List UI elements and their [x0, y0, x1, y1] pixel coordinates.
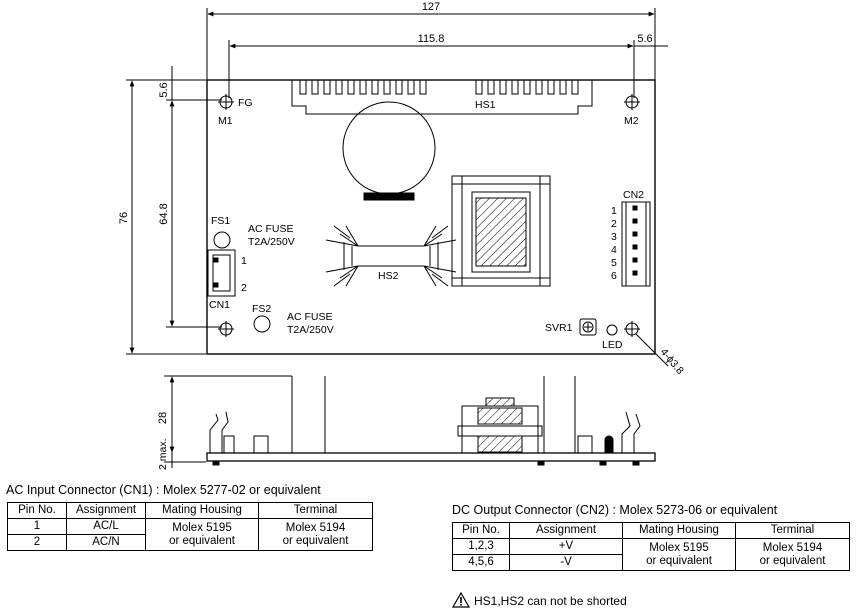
label-ac-fuse-1b: T2A/250V [248, 236, 295, 248]
dimension-28: 28 [157, 412, 169, 424]
header-terminal: Terminal [735, 522, 850, 539]
housing-line-2: or equivalent [646, 554, 712, 567]
mounting-hole-icon [218, 94, 234, 110]
table-header-row: Pin No. Assignment Mating Housing Termin… [452, 522, 850, 539]
label-cn2-pin4: 4 [611, 244, 617, 256]
dimension-64-8: 64.8 [158, 203, 170, 224]
cn2-table: Pin No. Assignment Mating Housing Termin… [452, 522, 850, 571]
dimension-76: 76 [118, 212, 130, 224]
capacitor [342, 101, 436, 195]
terminal-line-2: or equivalent [759, 554, 826, 567]
label-cn1: CN1 [209, 299, 230, 311]
cell-assignment: AC/N [66, 534, 146, 551]
cell-pin: 2 [7, 534, 67, 551]
label-m2: M2 [624, 115, 639, 127]
heatsink-hs1-fins [299, 80, 579, 95]
dimension-5-6-left: 5.6 [158, 82, 170, 97]
label-ac-fuse-1a: AC FUSE [248, 223, 294, 235]
cell-terminal: Molex 5194 or equivalent [735, 538, 850, 571]
cell-pin: 1,2,3 [452, 538, 510, 555]
note: HS1,HS2 can not be shorted [452, 592, 627, 608]
fuse-fs1 [213, 231, 231, 249]
header-assignment: Assignment [509, 522, 623, 539]
side-view [164, 375, 656, 468]
header-pin-no: Pin No. [452, 522, 510, 539]
label-cn1-pin2: 2 [241, 282, 247, 294]
dimension-115-8: 115.8 [418, 33, 445, 45]
header-pin-no: Pin No. [7, 502, 67, 519]
table-row: 1,2,3 +V Molex 5195 or equivalent Molex … [452, 538, 850, 571]
terminal-line-1: Molex 5194 [762, 541, 823, 554]
header-terminal: Terminal [258, 502, 373, 519]
cn2-caption: DC Output Connector (CN2) : Molex 5273-0… [452, 503, 778, 517]
mounting-hole-icon [624, 321, 640, 337]
label-fs2: FS2 [252, 303, 271, 315]
heatsink-hs2 [325, 225, 457, 287]
mechanical-drawing: 127 115.8 5.6 76 64.8 5.6 4-ϕ3.8 FG M1 M… [118, 1, 686, 470]
trimmer-icon [579, 318, 597, 336]
cell-pin: 4,5,6 [452, 554, 510, 571]
fuse-fs2 [253, 315, 271, 333]
header-mating-housing: Mating Housing [145, 502, 259, 519]
heatsink-hs1 [291, 80, 593, 115]
label-ac-fuse-2b: T2A/250V [287, 324, 334, 336]
connector-cn1 [207, 249, 236, 297]
label-cn2: CN2 [623, 189, 644, 201]
hole-dimension: 4-ϕ3.8 [658, 346, 686, 377]
cell-assignment: -V [509, 554, 623, 571]
top-view [126, 8, 669, 367]
header-assignment: Assignment [66, 502, 146, 519]
cell-assignment: AC/L [66, 518, 146, 535]
dimension-127: 127 [422, 1, 440, 13]
label-led: LED [602, 339, 623, 351]
table-row: 4,5,6 -V [452, 554, 850, 571]
cn1-table: Pin No. Assignment Mating Housing Termin… [7, 502, 373, 551]
cell-assignment: +V [509, 538, 623, 555]
label-fs1: FS1 [211, 215, 230, 227]
label-fg: FG [238, 97, 253, 109]
label-hs2: HS2 [378, 270, 399, 282]
cell-pin: 1 [7, 518, 67, 535]
cell-terminal: Molex 5194 or equivalent [258, 518, 373, 551]
top-view-labels: 127 115.8 5.6 76 64.8 5.6 4-ϕ3.8 FG M1 M… [118, 1, 686, 377]
hole-leader-line [635, 333, 669, 367]
housing-line-2: or equivalent [169, 534, 235, 547]
header-mating-housing: Mating Housing [622, 522, 736, 539]
table-header-row: Pin No. Assignment Mating Housing Termin… [7, 502, 373, 519]
housing-line-1: Molex 5195 [172, 521, 232, 534]
led-indicator [606, 324, 618, 336]
label-ac-fuse-2a: AC FUSE [287, 311, 333, 323]
label-m1: M1 [218, 115, 233, 127]
dimension-2max: 2 max. [157, 438, 169, 470]
label-cn2-pin5: 5 [611, 257, 617, 269]
warning-icon [452, 592, 470, 608]
label-svr1: SVR1 [545, 322, 573, 334]
label-cn1-pin1: 1 [241, 255, 247, 267]
board-outline [206, 79, 656, 355]
label-hs1: HS1 [475, 99, 496, 111]
dimension-5-6-right: 5.6 [637, 33, 652, 45]
terminal-line-2: or equivalent [282, 534, 349, 547]
table-row: 1 AC/L Molex 5195 or equivalent Molex 51… [7, 518, 373, 551]
cn1-caption: AC Input Connector (CN1) : Molex 5277-02… [6, 483, 321, 497]
cell-housing: Molex 5195 or equivalent [145, 518, 259, 551]
terminal-line-1: Molex 5194 [285, 521, 346, 534]
label-cn2-pin2: 2 [611, 218, 617, 230]
label-cn2-pin1: 1 [611, 205, 617, 217]
mounting-hole-icon [624, 94, 640, 110]
side-pcb [206, 452, 656, 462]
label-cn2-pin3: 3 [611, 231, 617, 243]
table-row: 2 AC/N [7, 534, 373, 551]
capacitor-base [363, 192, 415, 201]
note-text: HS1,HS2 can not be shorted [474, 594, 627, 608]
mounting-hole-icon [218, 321, 234, 337]
housing-line-1: Molex 5195 [649, 541, 709, 554]
label-cn2-pin6: 6 [611, 270, 617, 282]
cell-housing: Molex 5195 or equivalent [622, 538, 736, 571]
